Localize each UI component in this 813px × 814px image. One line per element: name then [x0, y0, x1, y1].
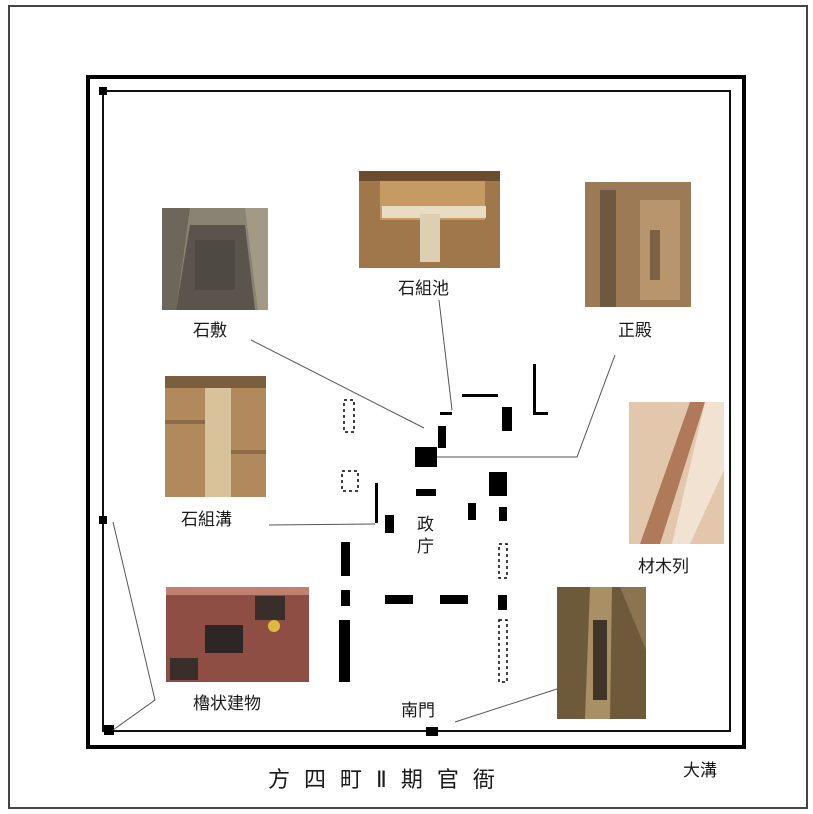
leader-lines	[112, 299, 616, 731]
south-gate-post	[426, 727, 438, 736]
leader-nanmon	[454, 687, 561, 723]
photo-zaimoku-retsu	[629, 402, 724, 544]
seicho-dashed-buildings	[341, 399, 508, 683]
inner-fence-line	[102, 90, 731, 732]
label-yagura: 櫓状建物	[193, 694, 261, 714]
page-frame	[8, 5, 808, 809]
photo-seiden	[585, 182, 691, 307]
outer-ditch-line	[86, 75, 746, 749]
leader-yagura	[112, 521, 156, 731]
leader-ishi-shiki	[250, 339, 425, 429]
photo-yagura	[166, 587, 309, 682]
leader-ishi-gumi-mizo	[268, 523, 376, 526]
label-zaimoku-retsu: 材木列	[638, 557, 689, 577]
photo-ishi-gumi-mizo	[165, 376, 266, 497]
seicho-buildings	[339, 364, 548, 682]
photo-ishi-shiki	[162, 208, 268, 310]
label-ishi-shiki: 石敷	[193, 321, 227, 341]
photo-ishi-gumi-ike	[359, 171, 500, 268]
fence-post-sw	[104, 725, 114, 735]
leader-ishi-gumi-ike	[438, 299, 453, 411]
label-ishi-gumi-mizo: 石組溝	[181, 510, 232, 530]
label-seiden: 正殿	[618, 321, 652, 341]
photographs	[162, 171, 724, 719]
fence-post-w	[99, 516, 107, 524]
fence-post-nw	[99, 87, 107, 95]
label-seicho: 政庁	[417, 515, 434, 557]
photo-nanmon	[557, 587, 646, 719]
leader-seiden	[430, 354, 616, 458]
label-omizo: 大溝	[683, 761, 717, 781]
diagram-title: 方四町Ⅱ期官衙	[268, 768, 509, 793]
label-ishi-gumi-ike: 石組池	[398, 279, 449, 299]
label-nanmon: 南門	[401, 701, 435, 721]
